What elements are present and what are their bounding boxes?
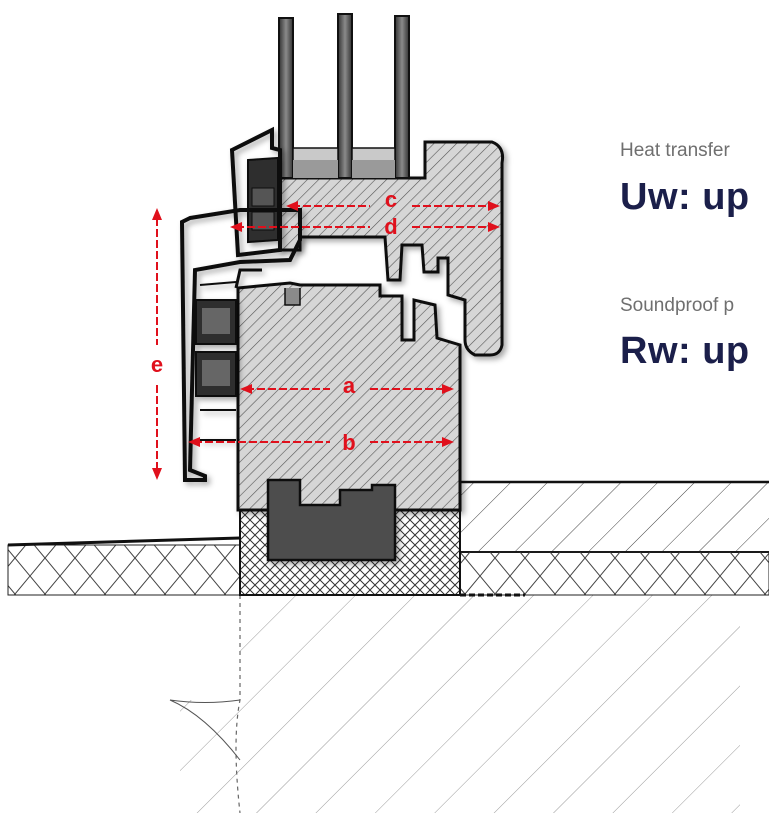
dimension-e bbox=[152, 208, 162, 480]
dim-label-e: e bbox=[151, 352, 163, 377]
dim-label-b: b bbox=[342, 430, 355, 455]
dimension-c bbox=[286, 201, 500, 211]
soundproof-value: Rw: up bbox=[620, 330, 750, 372]
dim-label-d: d bbox=[384, 214, 397, 239]
insulation-left bbox=[7, 536, 241, 596]
frame-profile bbox=[236, 281, 462, 562]
dimension-d bbox=[230, 222, 500, 232]
soundproof-caption: Soundproof p bbox=[620, 295, 735, 316]
dimension-lines bbox=[152, 201, 500, 480]
glazing bbox=[278, 13, 410, 179]
heat-transfer-value: Uw: up bbox=[620, 176, 750, 218]
dimension-a bbox=[240, 384, 454, 394]
dimension-b bbox=[188, 437, 454, 447]
ground-structure bbox=[169, 595, 740, 813]
floor-right bbox=[459, 480, 769, 597]
dimension-labels: c d a b e bbox=[151, 187, 398, 455]
sash-profile bbox=[278, 140, 504, 357]
heat-transfer-caption: Heat transfer bbox=[620, 140, 730, 161]
dim-label-a: a bbox=[343, 373, 356, 398]
aluminium-cladding bbox=[179, 126, 302, 482]
dim-label-c: c bbox=[385, 187, 397, 212]
